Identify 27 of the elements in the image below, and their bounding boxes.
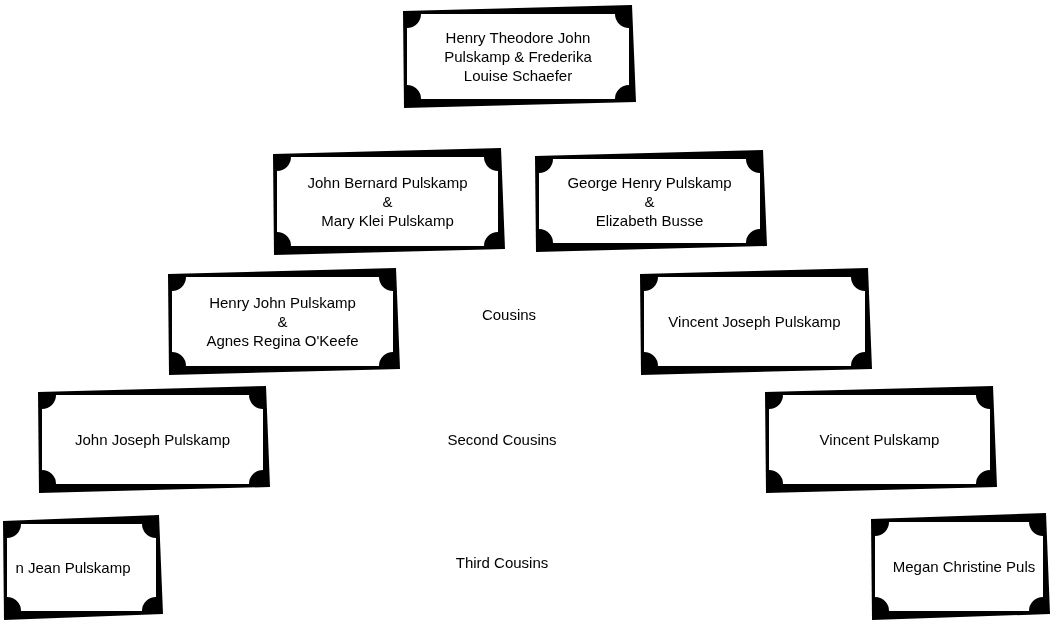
name-card bbox=[637, 268, 872, 375]
person-name: Henry Theodore John Pulskamp & Frederika Louise Schaefer bbox=[443, 28, 593, 85]
person-name: & bbox=[382, 192, 393, 211]
person-name: n Jean Pulskamp bbox=[15, 558, 131, 577]
person-name: Agnes Regina O'Keefe bbox=[206, 331, 359, 350]
relationship-label: Second Cousins bbox=[447, 431, 557, 448]
person-name: John Bernard Pulskamp bbox=[307, 173, 468, 192]
name-card bbox=[400, 5, 636, 108]
relationship-label: Third Cousins bbox=[455, 554, 549, 571]
person-name: & bbox=[277, 312, 288, 331]
name-card bbox=[868, 513, 1050, 620]
name-card bbox=[0, 515, 163, 620]
name-card bbox=[762, 386, 997, 493]
person-name: George Henry Pulskamp bbox=[567, 172, 732, 192]
person-name: Mary Klei Pulskamp bbox=[321, 211, 454, 230]
relationship-label: Cousins bbox=[481, 306, 537, 323]
name-card bbox=[165, 268, 400, 375]
person-name: & bbox=[644, 191, 655, 211]
person-name: Vincent Pulskamp bbox=[819, 430, 940, 449]
person-name: Henry John Pulskamp bbox=[209, 293, 356, 312]
person-name: Vincent Joseph Pulskamp bbox=[668, 312, 841, 331]
name-card bbox=[270, 148, 505, 255]
person-name: Elizabeth Busse bbox=[595, 210, 704, 230]
name-card bbox=[35, 386, 270, 493]
name-card bbox=[532, 150, 767, 252]
person-name: Megan Christine Puls bbox=[892, 557, 1036, 576]
person-name: John Joseph Pulskamp bbox=[74, 430, 231, 449]
